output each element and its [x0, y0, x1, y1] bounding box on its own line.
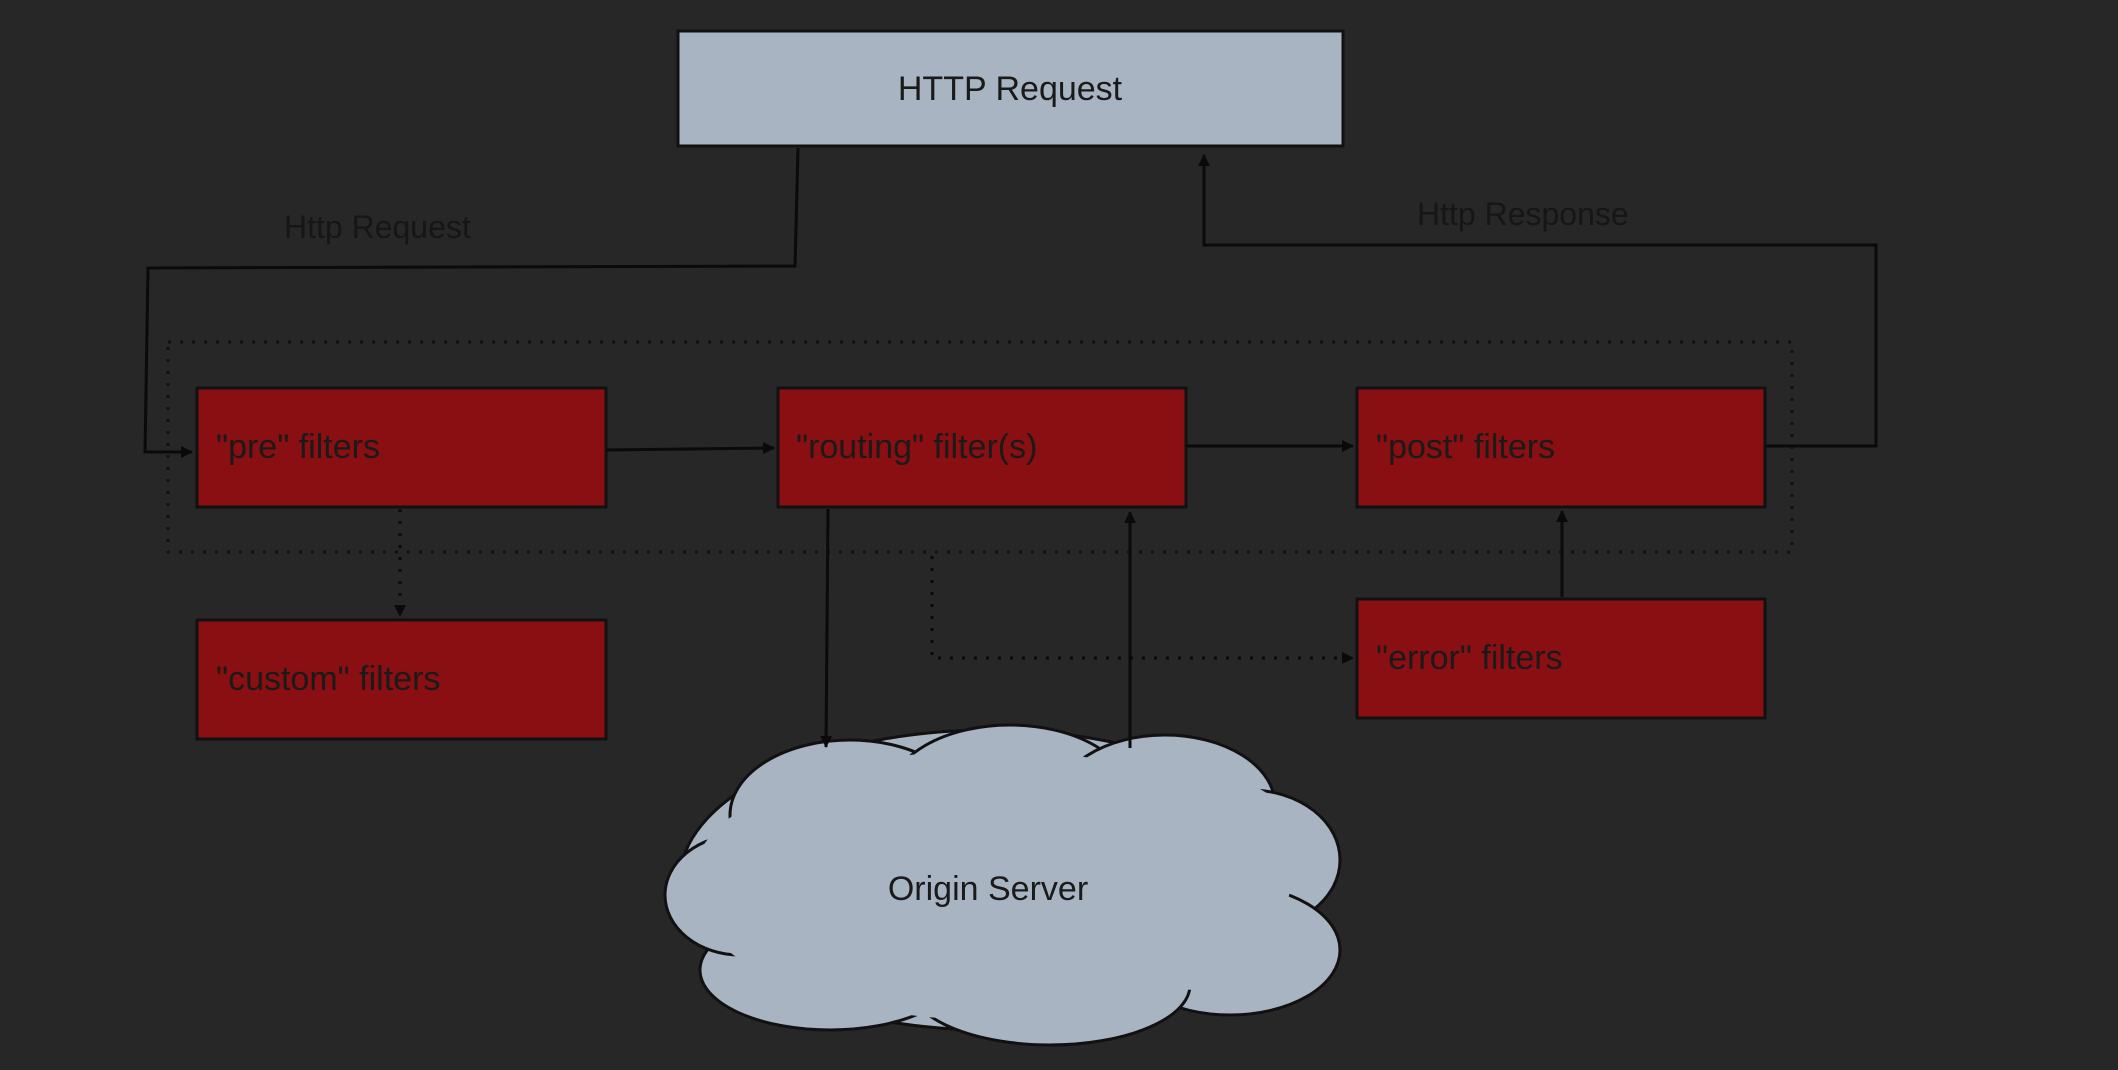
- pre-to-routing-edge: [605, 442, 775, 455]
- origin-server-label: Origin Server: [888, 870, 1088, 908]
- http-request-node: HTTP Request: [676, 29, 1345, 148]
- pre-filters-node: "pre" filters: [195, 386, 608, 509]
- error-filters-node: "error" filters: [1355, 597, 1767, 720]
- response-edge: [1198, 154, 1878, 448]
- response-edge-label: Http Response: [1417, 196, 1629, 232]
- pre-filters-label: "pre" filters: [216, 428, 380, 466]
- routing-to-origin-edge: [820, 508, 833, 748]
- custom-filters-node: "custom" filters: [195, 618, 608, 741]
- routing-filters-label: "routing" filter(s): [796, 428, 1037, 466]
- http-request-label: HTTP Request: [898, 70, 1123, 108]
- post-filters-label: "post" filters: [1376, 428, 1555, 466]
- request-edge-label: Http Request: [284, 209, 471, 245]
- post-filters-node: "post" filters: [1355, 386, 1767, 509]
- origin-server-node: Origin Server: [663, 723, 1342, 1047]
- error-filters-label: "error" filters: [1376, 639, 1563, 677]
- custom-filters-label: "custom" filters: [216, 660, 440, 698]
- request-edge: [143, 147, 800, 458]
- routing-to-error-edge: [930, 556, 1354, 664]
- routing-filters-node: "routing" filter(s): [776, 386, 1188, 509]
